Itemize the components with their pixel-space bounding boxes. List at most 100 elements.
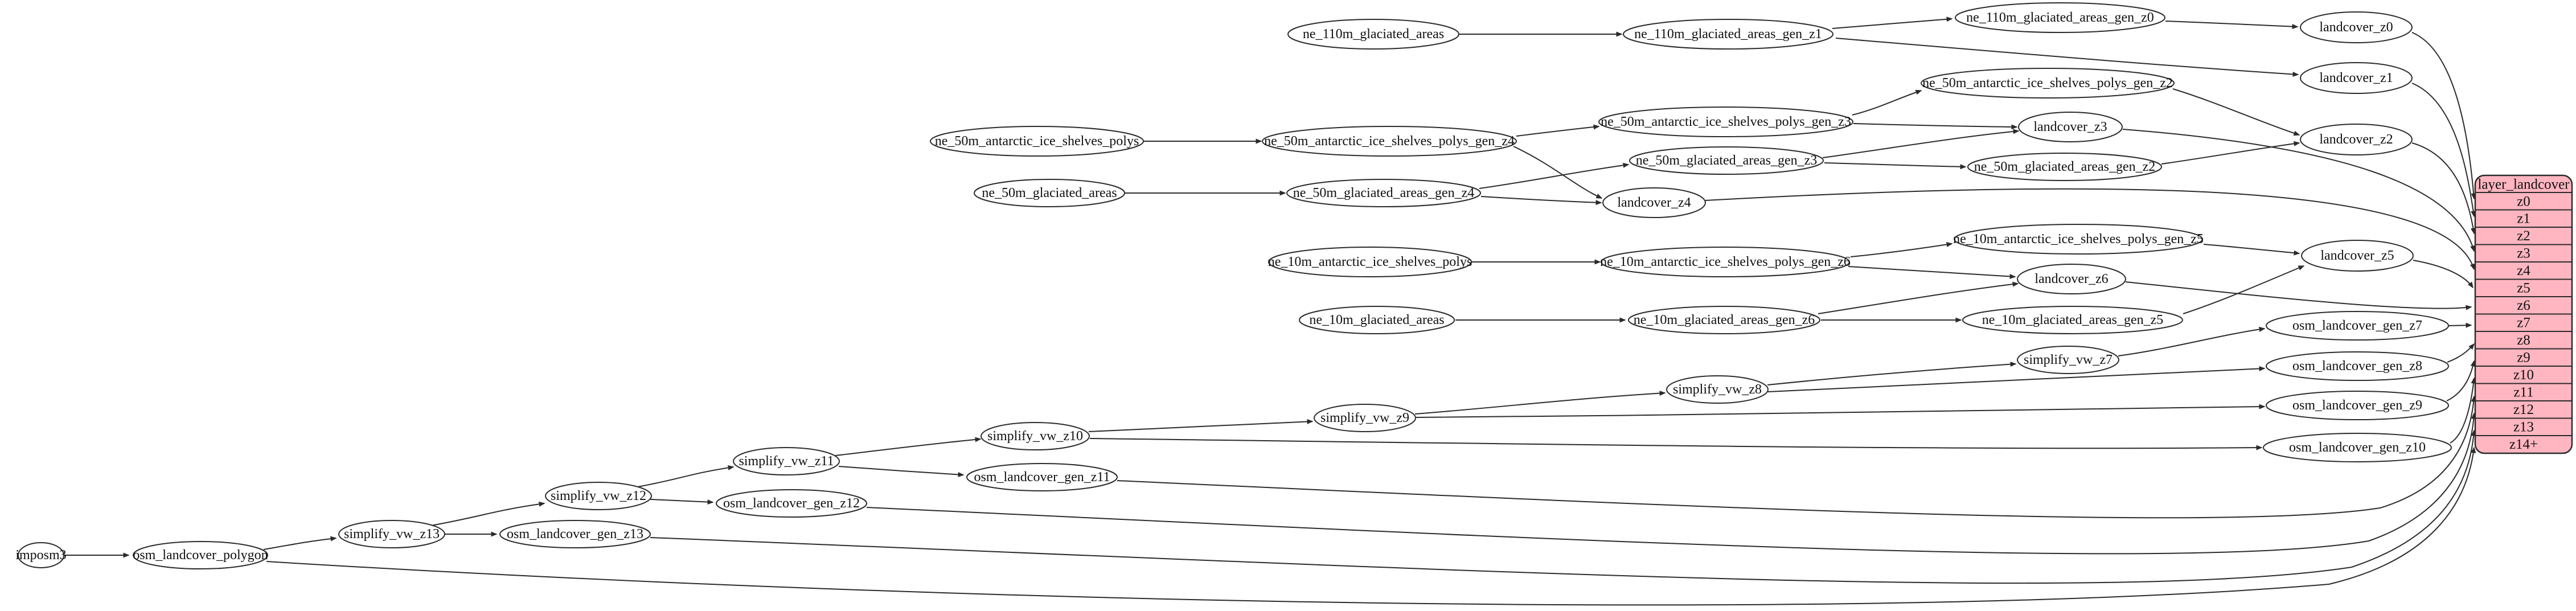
- node-landcover_z0-shape: [2300, 11, 2413, 43]
- layer-row-z2: z2: [2517, 228, 2530, 244]
- node-ne_10m_glaciated_areas_gen_z5: ne_10m_glaciated_areas_gen_z5: [1962, 306, 2183, 334]
- edge-simplify_vw_z7-to-osm_landcover_gen_z7: [2118, 326, 2266, 356]
- edge-simplify_vw_z10-to-simplify_vw_z9: [1088, 419, 1314, 432]
- node-landcover_z3-shape: [2018, 112, 2123, 142]
- edge-ne_50m_ant_gen_z3-to-ant_gen_z2: [1852, 89, 1922, 116]
- node-landcover_z2: landcover_z2: [2300, 124, 2413, 155]
- node-simplify_vw_z7: simplify_vw_z7: [2017, 346, 2119, 374]
- node-simplify_vw_z12: simplify_vw_z12: [545, 482, 652, 510]
- edge-landcover_z3-to-layer-z3: [2122, 129, 2475, 252]
- node-ne_110m_glaciated_areas_gen_z0-label: ne_110m_glaciated_areas_gen_z0: [1966, 10, 2154, 25]
- node-ne_10m_antarctic_ice_shelves_polys_gen_z5-shape: [1954, 224, 2203, 255]
- node-simplify_vw_z8-shape: [1666, 375, 1769, 404]
- node-ne_110m_glaciated_areas_gen_z0-shape: [1955, 2, 2165, 33]
- edge-simplify_vw_z8-to-osm_landcover_gen_z8: [1767, 366, 2266, 392]
- node-osm_landcover_gen_z12-label: osm_landcover_gen_z12: [723, 496, 860, 511]
- edge-landcover_z0-to-layer-z0: [2411, 32, 2476, 200]
- edge-layer: [64, 17, 2476, 606]
- node-landcover_z6-label: landcover_z6: [2034, 272, 2108, 286]
- edge-ne_50m_ant_gen_z2-to-landcover_z2: [2172, 88, 2300, 136]
- node-ne_50m_antarctic_ice_shelves_polys_gen_z3: ne_50m_antarctic_ice_shelves_polys_gen_z…: [1598, 106, 1853, 137]
- layer-row-z1: z1: [2517, 211, 2530, 227]
- node-imposm3-shape: [18, 542, 64, 568]
- layer-row-z9: z9: [2517, 350, 2530, 366]
- edge-osm_landcover_polygon-to-layer-z14p: [266, 446, 2476, 606]
- layer-row-z8: z8: [2517, 333, 2530, 348]
- node-ne_110m_glaciated_areas_gen_z1: ne_110m_glaciated_areas_gen_z1: [1623, 19, 1833, 50]
- node-ne_50m_antarctic_ice_shelves_polys_gen_z2: ne_50m_antarctic_ice_shelves_polys_gen_z…: [1921, 68, 2175, 99]
- node-ne_50m_antarctic_ice_shelves_polys_gen_z4: ne_50m_antarctic_ice_shelves_polys_gen_z…: [1262, 126, 1517, 157]
- node-simplify_vw_z10-shape: [981, 422, 1090, 450]
- node-simplify_vw_z12-shape: [545, 482, 652, 510]
- node-ne_110m_glaciated_areas_gen_z1-label: ne_110m_glaciated_areas_gen_z1: [1634, 27, 1822, 42]
- edge-osm_landcover_gen_z9-to-layer-z9: [2446, 360, 2476, 401]
- layer-landcover-table-title: layer_landcover: [2477, 177, 2570, 192]
- node-osm_landcover_gen_z9-label: osm_landcover_gen_z9: [2292, 398, 2422, 413]
- layer-row-z14plus: z14+: [2509, 437, 2538, 452]
- node-landcover_z5-shape: [2301, 240, 2414, 272]
- node-osm_landcover_gen_z10-label: osm_landcover_gen_z10: [2289, 440, 2426, 455]
- node-ne_110m_glaciated_areas: ne_110m_glaciated_areas: [1287, 19, 1459, 50]
- node-landcover_z3: landcover_z3: [2018, 112, 2123, 142]
- edge-simplify_vw_z13-to-simplify_vw_z12: [430, 501, 545, 526]
- node-osm_landcover_gen_z13-label: osm_landcover_gen_z13: [507, 527, 643, 542]
- node-ne_50m_glaciated_areas_gen_z3: ne_50m_glaciated_areas_gen_z3: [1629, 146, 1824, 175]
- node-ne_10m_glaciated_areas-shape: [1299, 306, 1455, 334]
- node-ne_10m_antarctic_ice_shelves_polys_gen_z6: ne_10m_antarctic_ice_shelves_polys_gen_z…: [1600, 247, 1851, 277]
- node-ne_50m_glaciated_areas_gen_z2-label: ne_50m_glaciated_areas_gen_z2: [1974, 159, 2156, 174]
- node-landcover_z2-shape: [2300, 124, 2413, 155]
- node-ne_50m_glaciated_areas_gen_z4: ne_50m_glaciated_areas_gen_z4: [1286, 179, 1481, 207]
- node-ne_50m_antarctic_ice_shelves_polys-shape: [930, 126, 1144, 157]
- node-ne_10m_glaciated_areas-label: ne_10m_glaciated_areas: [1309, 313, 1444, 327]
- layer-row-z13: z13: [2513, 420, 2534, 435]
- node-imposm3-label: imposm3: [15, 548, 66, 563]
- node-simplify_vw_z12-label: simplify_vw_z12: [551, 489, 646, 503]
- edge-ne_50m_gla_gen_z2-to-landcover_z2: [2161, 141, 2300, 165]
- node-ne_50m_antarctic_ice_shelves_polys-label: ne_50m_antarctic_ice_shelves_polys: [935, 134, 1139, 149]
- node-ne_50m_antarctic_ice_shelves_polys_gen_z4-label: ne_50m_antarctic_ice_shelves_polys_gen_z…: [1264, 134, 1515, 149]
- node-osm_landcover_polygon-label: osm_landcover_polygon: [133, 548, 268, 563]
- node-osm_landcover_gen_z13-shape: [499, 520, 651, 548]
- node-osm_landcover_gen_z7: osm_landcover_gen_z7: [2266, 311, 2449, 341]
- node-landcover_z1-label: landcover_z1: [2319, 71, 2393, 85]
- node-landcover_z4: landcover_z4: [1602, 187, 1706, 218]
- edge-osm_landcover_gen_z11-to-layer-z11: [1117, 395, 2476, 519]
- layer-row-z4: z4: [2517, 263, 2530, 278]
- node-ne_10m_antarctic_ice_shelves_polys_gen_z6-shape: [1601, 247, 1850, 277]
- edge-ne_110m_gen_z0-to-landcover_z0: [2165, 20, 2299, 30]
- node-osm_landcover_gen_z13: osm_landcover_gen_z13: [499, 520, 651, 548]
- node-simplify_vw_z8-label: simplify_vw_z8: [1673, 382, 1762, 397]
- edge-simplify_vw_z9-to-osm_landcover_gen_z9: [1416, 404, 2266, 418]
- node-ne_50m_antarctic_ice_shelves_polys_gen_z3-label: ne_50m_antarctic_ice_shelves_polys_gen_z…: [1601, 114, 1851, 129]
- edge-simplify_vw_z11-to-osm_landcover_gen_z11: [838, 466, 965, 477]
- layer-row-z0: z0: [2517, 194, 2530, 210]
- node-osm_landcover_gen_z8: osm_landcover_gen_z8: [2266, 351, 2449, 381]
- node-simplify_vw_z8: simplify_vw_z8: [1666, 375, 1769, 404]
- node-ne_50m_antarctic_ice_shelves_polys_gen_z2-shape: [1921, 68, 2175, 99]
- node-layer: imposm3 osm_landcover_polygon simplify_v…: [15, 2, 2452, 569]
- edge-osm_landcover_gen_z13-to-layer-z13: [650, 429, 2476, 584]
- node-landcover_z6: landcover_z6: [2017, 264, 2126, 294]
- edge-ne_110m_gen_z1-to-gen_z0: [1832, 17, 1953, 29]
- node-osm_landcover_gen_z12: osm_landcover_gen_z12: [716, 489, 867, 518]
- node-osm_landcover_gen_z11-label: osm_landcover_gen_z11: [974, 470, 1110, 485]
- node-osm_landcover_gen_z9-shape: [2266, 391, 2449, 420]
- node-ne_50m_antarctic_ice_shelves_polys_gen_z3-shape: [1598, 106, 1853, 137]
- edge-ne_50m_gla_gen_z4-to-gla_gen_z3: [1479, 162, 1630, 189]
- node-ne_10m_glaciated_areas: ne_10m_glaciated_areas: [1299, 306, 1455, 334]
- edge-simplify_vw_z12-to-simplify_vw_z11: [637, 465, 735, 487]
- node-osm_landcover_gen_z8-shape: [2266, 351, 2449, 381]
- layer-row-z6: z6: [2517, 298, 2530, 313]
- node-ne_110m_glaciated_areas_gen_z0: ne_110m_glaciated_areas_gen_z0: [1955, 2, 2165, 33]
- node-simplify_vw_z11-label: simplify_vw_z11: [739, 454, 834, 469]
- node-ne_10m_antarctic_ice_shelves_polys_gen_z5: ne_10m_antarctic_ice_shelves_polys_gen_z…: [1953, 224, 2204, 255]
- node-ne_50m_glaciated_areas_gen_z4-label: ne_50m_glaciated_areas_gen_z4: [1293, 186, 1475, 200]
- node-simplify_vw_z13-label: simplify_vw_z13: [344, 527, 440, 542]
- node-simplify_vw_z9: simplify_vw_z9: [1314, 404, 1416, 432]
- node-ne_10m_antarctic_ice_shelves_polys-shape: [1268, 247, 1472, 277]
- node-landcover_z0-label: landcover_z0: [2319, 20, 2393, 35]
- node-landcover_z2-label: landcover_z2: [2319, 132, 2393, 147]
- node-ne_110m_glaciated_areas-label: ne_110m_glaciated_areas: [1303, 27, 1444, 42]
- edge-osm_landcover_gen_z7-to-layer-z7: [2448, 322, 2472, 328]
- node-osm_landcover_gen_z10-shape: [2263, 433, 2452, 462]
